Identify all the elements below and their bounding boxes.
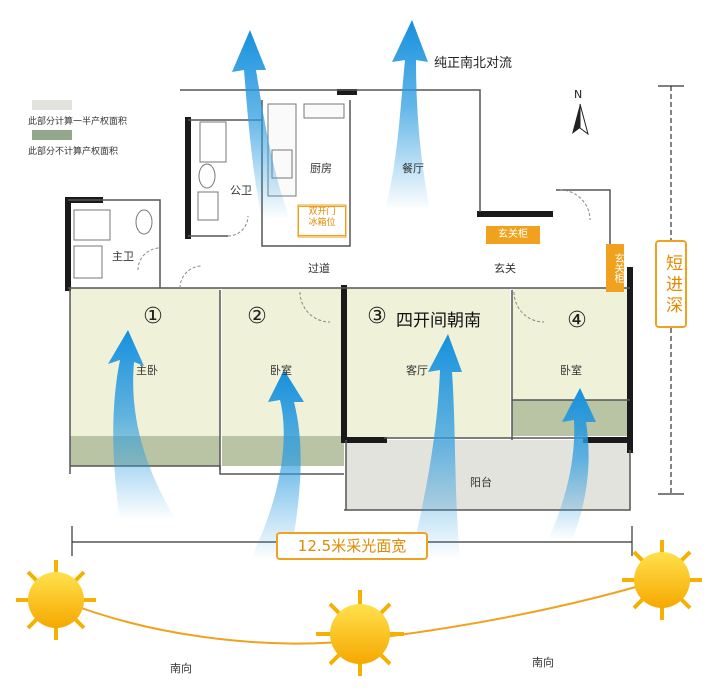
basin-public xyxy=(197,191,219,221)
north-arrow-icon xyxy=(572,103,589,136)
bedroom-4-floor xyxy=(512,288,630,400)
room-number-1: ① xyxy=(143,304,163,329)
master-bedroom-floor xyxy=(70,288,220,436)
side-cabinet-tag: 玄关柜 xyxy=(606,244,624,292)
airflow-arrow-4 xyxy=(548,388,596,540)
headline: 四开间朝南 xyxy=(396,311,481,331)
room-number-2: ② xyxy=(247,304,267,329)
kitchen-sink xyxy=(303,103,345,119)
room-label-balcony: 阳台 xyxy=(470,476,492,489)
frontage-label: 12.5米采光面宽 xyxy=(276,532,428,560)
fridge-tag-line2: 冰箱位 xyxy=(308,218,336,228)
door-bedroom-4 xyxy=(513,291,545,323)
legend: 此部分计算一半产权面积 此部分不计算产权面积 xyxy=(28,100,188,160)
door-master-bedroom xyxy=(179,265,203,289)
outline-right-top xyxy=(556,189,611,270)
room-label-kitchen: 厨房 xyxy=(310,162,332,175)
airflow-arrow-1 xyxy=(108,330,176,520)
legend-swatch-excluded-area xyxy=(32,130,72,140)
door-bedroom-2 xyxy=(299,291,331,323)
shower-master xyxy=(73,209,111,241)
room-label-dining: 餐厅 xyxy=(402,162,424,175)
door-public-bath xyxy=(227,215,249,237)
sun-icon-center xyxy=(316,590,404,676)
room-number-4: ④ xyxy=(567,308,587,333)
toilet-master xyxy=(135,209,153,235)
room-label-public-bath: 公卫 xyxy=(230,184,252,197)
door-entry xyxy=(559,189,591,221)
depth-label: 短进深 xyxy=(655,240,687,328)
door-master-bath xyxy=(137,247,161,271)
shower-public xyxy=(199,121,227,163)
room-label-master-bath: 主卫 xyxy=(112,250,134,263)
airflow-arrow-3 xyxy=(410,334,462,560)
outline-room-dividers xyxy=(219,290,513,510)
airflow-arrow-dining xyxy=(385,20,430,210)
room-label-master-bedroom: 主卧 xyxy=(136,364,158,377)
room-label-living: 客厅 xyxy=(406,364,428,377)
basin-master xyxy=(73,245,103,279)
room-label-entry: 玄关 xyxy=(494,262,516,275)
sun-icon-right xyxy=(622,540,702,620)
north-label: N xyxy=(574,88,583,101)
legend-text-excluded-area: 此部分不计算产权面积 xyxy=(28,147,119,157)
fridge-position-tag: 双开门 冰箱位 xyxy=(298,206,346,236)
outline-master-bath xyxy=(68,199,161,288)
fridge-tag-line1: 双开门 xyxy=(308,207,336,217)
airflow-arrow-bath xyxy=(232,30,290,220)
room-number-3: ③ xyxy=(367,304,387,329)
airflow-arrow-2 xyxy=(250,370,304,560)
room-label-bedroom-4: 卧室 xyxy=(560,364,582,377)
airflow-label: 纯正南北对流 xyxy=(434,56,513,71)
living-floor xyxy=(346,288,510,438)
orientation-label-left: 南向 xyxy=(170,662,192,675)
toilet-public xyxy=(198,163,216,189)
orientation-label-right: 南向 xyxy=(532,656,554,669)
legend-text-half-area: 此部分计算一半产权面积 xyxy=(28,117,128,127)
room-label-corridor: 过道 xyxy=(308,262,330,275)
room-label-bedroom-2: 卧室 xyxy=(270,364,292,377)
legend-swatch-half-area xyxy=(32,100,72,110)
sun-icon-left xyxy=(16,560,96,640)
shoe-cabinet-tag: 玄关柜 xyxy=(486,226,540,244)
